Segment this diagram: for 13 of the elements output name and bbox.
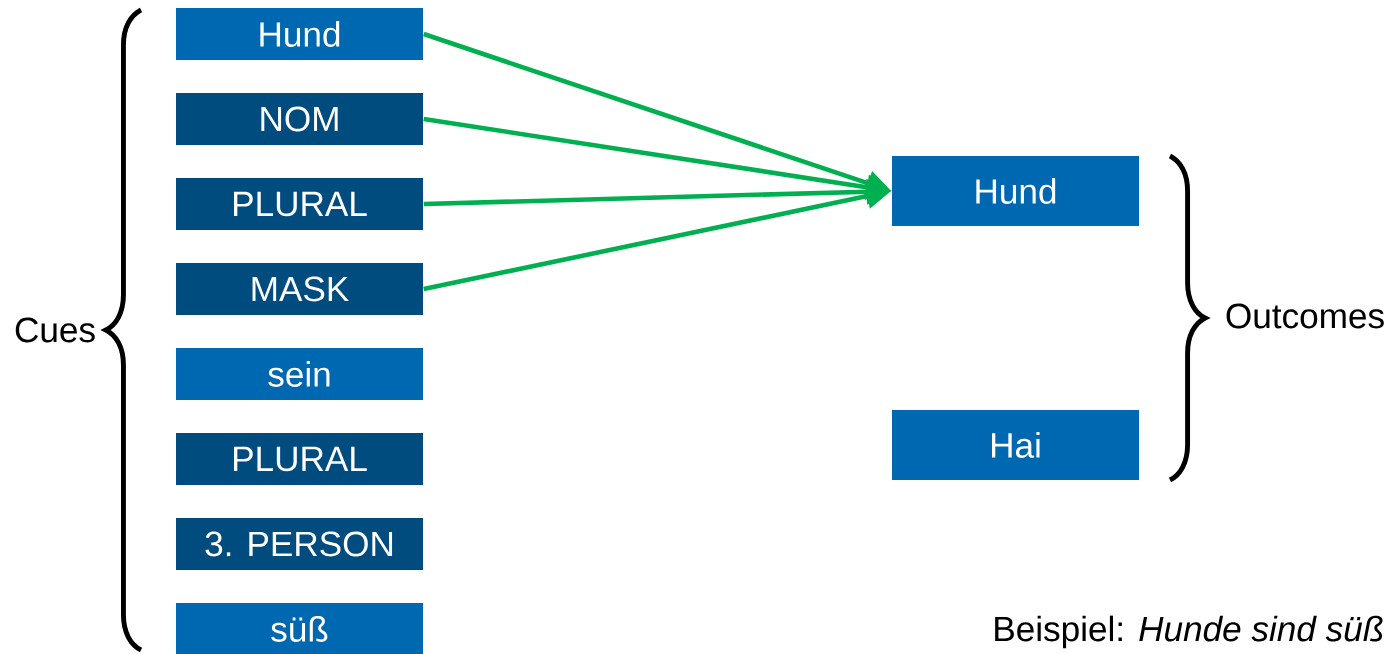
- example-caption: Beispiel: Hunde sind süß: [995, 615, 1383, 649]
- cue-box: 3. PERSON: [176, 518, 423, 570]
- cue-box: NOM: [176, 93, 423, 145]
- cue-box: PLURAL: [176, 178, 423, 230]
- cue-box: Hund: [176, 8, 423, 60]
- cue-box: PLURAL: [176, 433, 423, 485]
- side-label: Cues: [15, 317, 95, 343]
- cue-box: sein: [176, 348, 423, 400]
- cue-box: süß: [176, 603, 423, 654]
- side-label: Outcomes: [1226, 303, 1384, 329]
- outcome-box: Hund: [892, 156, 1139, 226]
- outcome-box: Hai: [892, 410, 1139, 480]
- cue-box: MASK: [176, 263, 423, 315]
